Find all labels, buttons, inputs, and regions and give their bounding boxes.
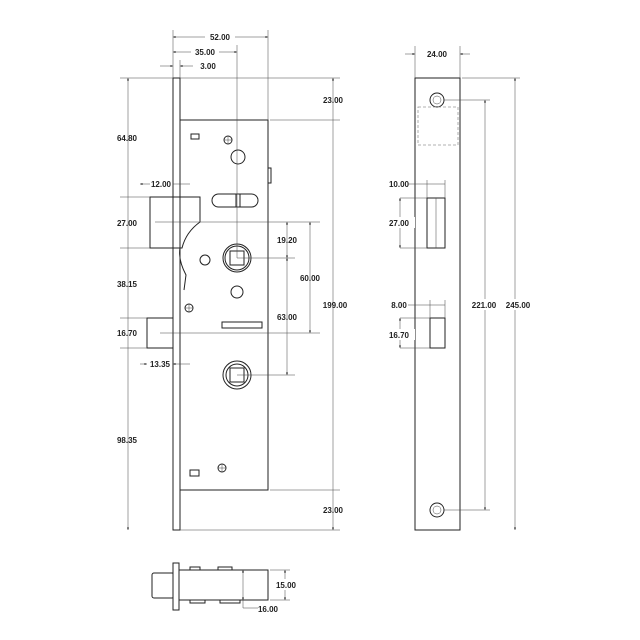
- dim-23-top: 23.00: [323, 96, 344, 105]
- dim-16-70-strike: 16.70: [389, 331, 410, 340]
- bolt-end: [151, 572, 175, 599]
- bottom-view: 15.00 16.00: [151, 562, 300, 614]
- case-body: [178, 569, 269, 601]
- dim-8: 8.00: [391, 301, 407, 310]
- dim-19-20: 19.20: [277, 236, 298, 245]
- strike-plate: [414, 77, 461, 531]
- dim-63: 63.00: [277, 313, 298, 322]
- dim-199: 199.00: [323, 301, 348, 310]
- dim-10: 10.00: [389, 180, 410, 189]
- dim-27: 27.00: [117, 219, 138, 228]
- case-slot: [221, 321, 263, 329]
- case-slot-top: [190, 133, 200, 140]
- case-slot-bottom: [189, 469, 200, 477]
- case-notch: [267, 167, 272, 184]
- hidden-outline: [417, 106, 459, 146]
- dim-27-strike: 27.00: [389, 219, 410, 228]
- faceplate-edge: [172, 562, 180, 611]
- screw-icon: [217, 463, 227, 473]
- faceplate: [172, 77, 181, 531]
- follower-slot: [211, 193, 259, 208]
- front-view: 52.00 35.00 3.00 23.00 64.80 12.00 27.00…: [117, 30, 348, 531]
- dim-15: 15.00: [276, 581, 297, 590]
- latch-cam: [179, 247, 187, 291]
- dim-16: 16.00: [258, 605, 279, 614]
- dim-12: 12.00: [151, 180, 172, 189]
- dim-245: 245.00: [506, 301, 531, 310]
- bolt-slot: [429, 317, 446, 349]
- dim-52: 52.00: [210, 33, 231, 42]
- hole: [230, 285, 244, 299]
- dim-13-35: 13.35: [150, 360, 171, 369]
- screw-icon: [184, 303, 194, 313]
- dim-3: 3.00: [200, 62, 216, 71]
- dim-221: 221.00: [472, 301, 497, 310]
- hole: [230, 149, 246, 165]
- dim-35: 35.00: [195, 48, 216, 57]
- dim-38-15: 38.15: [117, 280, 138, 289]
- hole: [199, 254, 211, 266]
- dim-16-70: 16.70: [117, 329, 138, 338]
- dimension-labels: 52.00 35.00 3.00 23.00 64.80 12.00 27.00…: [117, 31, 348, 515]
- screw-icon: [223, 135, 233, 145]
- dim-64-80: 64.80: [117, 134, 138, 143]
- dim-23-bottom: 23.00: [323, 506, 344, 515]
- dimension-labels: 24.00 10.00 27.00 8.00 16.70 221.00 245.…: [385, 50, 532, 340]
- lock-case: [179, 119, 269, 491]
- dim-60: 60.00: [300, 274, 321, 283]
- dim-24: 24.00: [427, 50, 448, 59]
- dim-98-35: 98.35: [117, 436, 138, 445]
- strike-plate-view: 24.00 10.00 27.00 8.00 16.70 221.00 245.…: [385, 46, 532, 531]
